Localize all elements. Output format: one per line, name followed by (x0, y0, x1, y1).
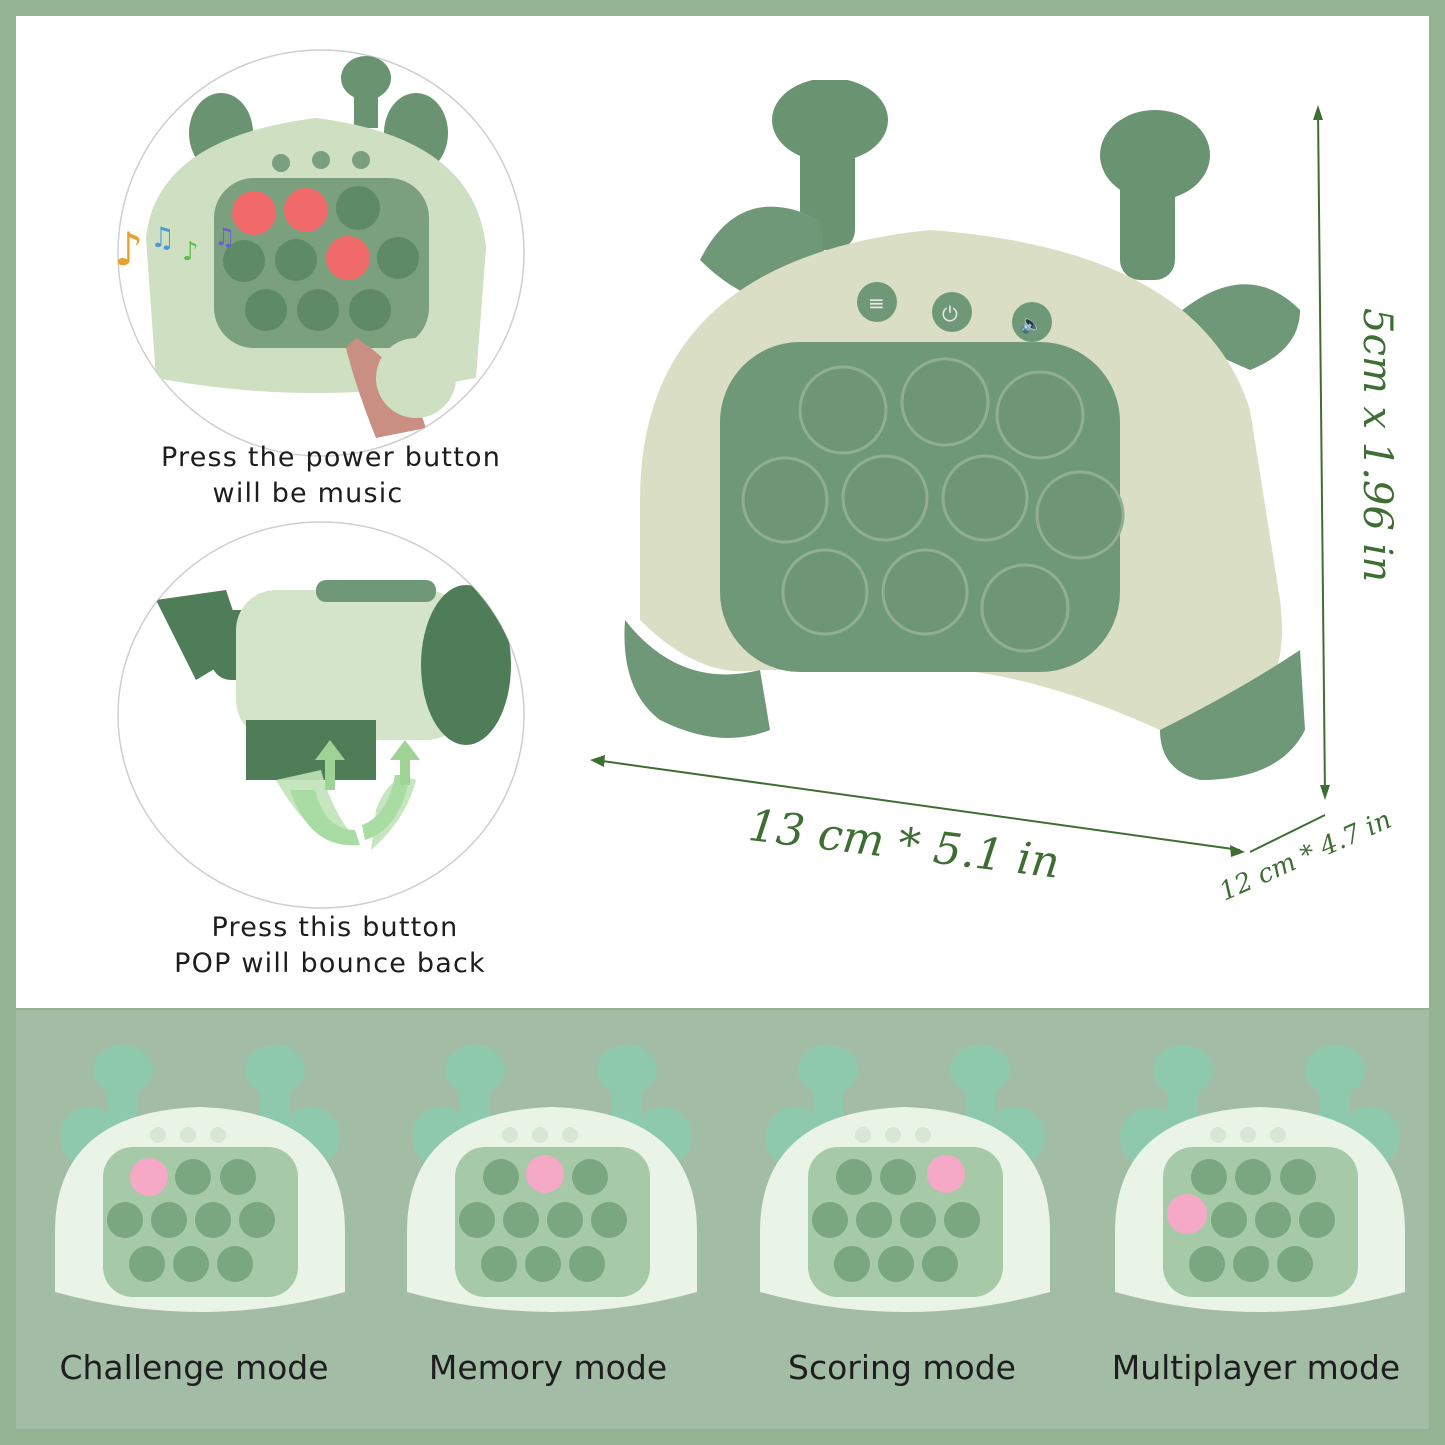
svg-text:♪: ♪ (182, 237, 199, 267)
challenge-mode-label: Challenge mode (59, 1348, 329, 1387)
scoring-mode-label: Scoring mode (788, 1348, 1016, 1387)
menu-icon (857, 282, 897, 322)
svg-text:♫: ♫ (150, 221, 175, 254)
bounce-caption-line-1: Press this button (211, 912, 459, 943)
svg-text:♪: ♪ (114, 222, 143, 276)
bounce-caption-line-2: POP will bounce back (174, 948, 486, 979)
power-caption-line-2: will be music (212, 478, 404, 509)
dimension-lines (590, 105, 1330, 857)
memory-mode-device (407, 1045, 697, 1312)
power-detail-circle (117, 49, 525, 457)
bounce-arrows-icon (290, 740, 420, 846)
power-icon (932, 292, 972, 332)
height-dimension-label: 5cm x 1.96 in (1354, 308, 1400, 583)
speaker-icon (1012, 302, 1052, 342)
power-caption-line-1: Press the power button (160, 442, 502, 473)
multiplayer-mode-device (1115, 1045, 1405, 1312)
main-device: ≡ ⏻ 🔈 (624, 80, 1305, 780)
svg-text:⏻: ⏻ (942, 302, 958, 326)
music-notes-icon: ♪ ♫ ♪ ♫ (114, 221, 236, 276)
svg-text:♫: ♫ (214, 223, 236, 251)
challenge-mode-device (55, 1045, 345, 1312)
svg-text:🔈: 🔈 (1020, 314, 1042, 335)
memory-mode-label: Memory mode (428, 1348, 668, 1387)
bounce-detail-circle (117, 521, 525, 909)
multiplayer-mode-label: Multiplayer mode (1111, 1348, 1401, 1387)
svg-text:≡: ≡ (868, 291, 885, 315)
scoring-mode-device (760, 1045, 1050, 1312)
